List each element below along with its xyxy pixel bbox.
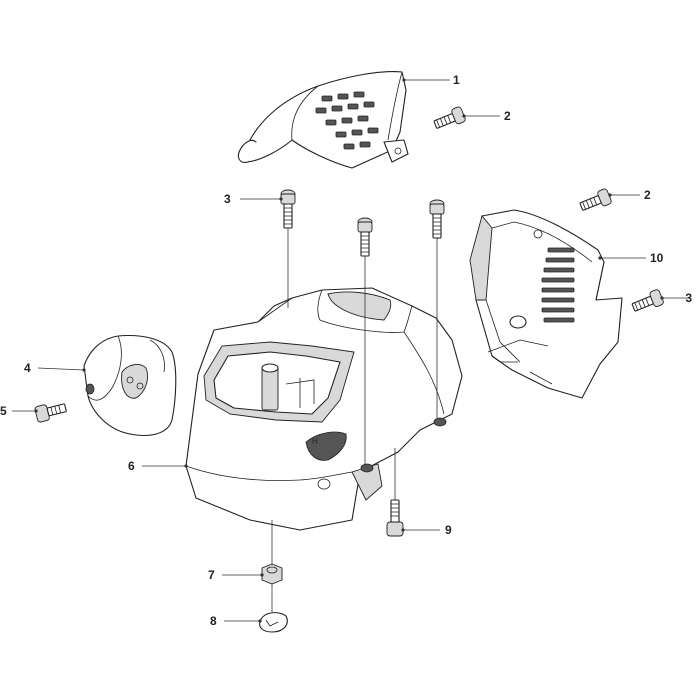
callout-4: 4 <box>24 361 31 375</box>
callout-10: 10 <box>650 251 664 265</box>
callout-2-top: 2 <box>504 109 511 123</box>
screw-2-top <box>433 106 466 129</box>
part-6-main-cover: H <box>185 287 463 531</box>
callout-6: 6 <box>128 459 135 473</box>
nut-cover-middle <box>360 463 374 473</box>
screw-9 <box>386 499 404 537</box>
washer-8 <box>259 612 288 633</box>
screw-vertical-middle <box>357 217 373 257</box>
callout-leaders <box>12 78 690 623</box>
callout-3-left: 3 <box>224 192 231 206</box>
callout-3-right: 3 <box>685 291 692 305</box>
callout-5: 5 <box>0 404 7 418</box>
screw-vertical-right <box>429 199 445 239</box>
nut-7 <box>261 563 283 585</box>
svg-text:H: H <box>312 437 318 446</box>
screw-2-right <box>579 188 612 211</box>
callout-labels: 1 2 2 3 3 4 5 6 7 8 9 10 <box>0 73 692 628</box>
callout-9: 9 <box>445 523 452 537</box>
part-10-fins <box>541 247 575 323</box>
assembly-axis-lines <box>271 228 438 612</box>
callout-2-right: 2 <box>644 188 651 202</box>
part-1-vent-slots <box>315 91 379 150</box>
screw-3-right <box>631 289 664 312</box>
screw-3-vertical-left <box>280 189 296 229</box>
part-1-top-cover <box>237 71 409 169</box>
part-4-bracket <box>83 334 177 437</box>
callout-7: 7 <box>208 568 215 582</box>
screw-5 <box>34 403 67 423</box>
part-10-side-cover <box>469 209 623 399</box>
nut-cover-right <box>433 417 447 427</box>
callout-8: 8 <box>210 614 217 628</box>
callout-1: 1 <box>453 73 460 87</box>
